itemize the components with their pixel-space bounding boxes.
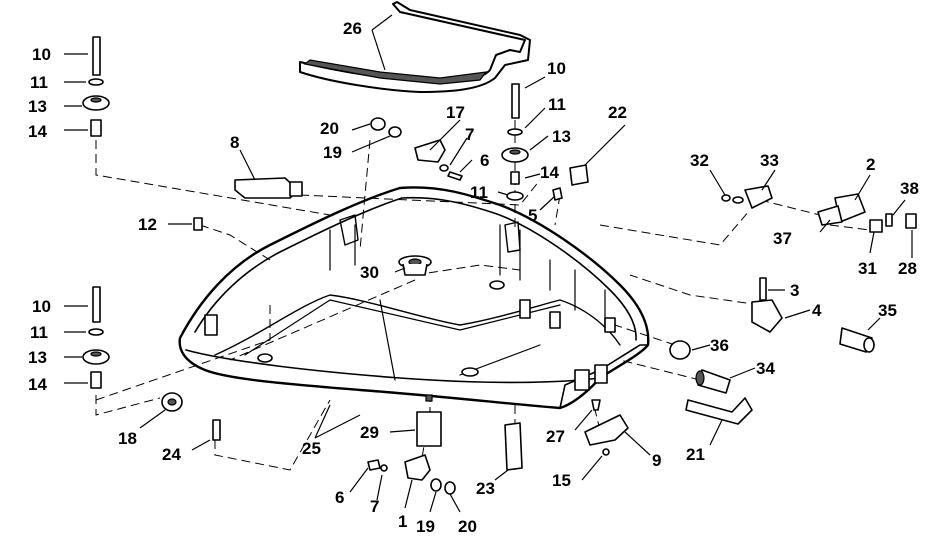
- bottom-small-hardware: [367, 459, 456, 495]
- callout-24: 24: [162, 445, 181, 464]
- screw-part-24: [212, 419, 221, 441]
- callout-10: 10: [32, 297, 51, 316]
- callout-14: 14: [28, 375, 47, 394]
- callout-33: 33: [760, 151, 779, 170]
- lever-part-8: [234, 177, 303, 199]
- callout-11: 11: [30, 73, 48, 92]
- callout-2: 2: [866, 155, 875, 174]
- callout-32: 32: [690, 151, 709, 170]
- leader-lines: [64, 14, 913, 513]
- mount-stack-center: [501, 83, 529, 201]
- lower-cover-tray: [178, 186, 650, 410]
- callout-20: 20: [320, 119, 339, 138]
- ring-part-36: [669, 340, 691, 360]
- callout-29: 29: [360, 423, 379, 442]
- nut-part-32: [721, 194, 731, 202]
- callout-25: 25: [302, 439, 321, 458]
- assembly-guide-lines: [95, 120, 871, 471]
- screw-part-6-top: [447, 171, 463, 181]
- callout-7: 7: [370, 497, 379, 516]
- callout-31: 31: [858, 259, 877, 278]
- callout-15: 15: [552, 471, 571, 490]
- callout-5: 5: [528, 206, 537, 225]
- grommet-part-30: [398, 255, 432, 276]
- callout-12: 12: [138, 215, 157, 234]
- callout-22: 22: [608, 103, 627, 122]
- mount-stack-upper-left: [82, 36, 110, 137]
- lever-part-9: [584, 414, 629, 446]
- clamp-part-33: [732, 185, 773, 209]
- callout-13: 13: [552, 127, 571, 146]
- callout-10: 10: [547, 59, 566, 78]
- callout-27: 27: [546, 427, 565, 446]
- callout-3: 3: [790, 281, 799, 300]
- callout-35: 35: [878, 301, 897, 320]
- spacer-part-29: [416, 394, 442, 447]
- callout-8: 8: [230, 133, 239, 152]
- callout-20: 20: [458, 517, 477, 536]
- callout-11: 11: [30, 323, 48, 342]
- callout-6: 6: [335, 488, 344, 507]
- callout-13: 13: [28, 97, 47, 116]
- callout-11: 11: [548, 95, 566, 114]
- bracket-part-22: [569, 164, 589, 186]
- handle-part-26: [299, 1, 531, 93]
- callout-26: 26: [343, 19, 362, 38]
- bracket-part-4: [751, 277, 783, 333]
- callout-34: 34: [756, 359, 775, 378]
- bracket-part-17: [414, 139, 446, 163]
- washer-part-7-top: [439, 164, 449, 172]
- callout-labels: 10 11 13 14 26 10 11 13 14 11 5 22 20 19…: [28, 19, 919, 536]
- callout-19: 19: [416, 517, 435, 536]
- sleeve-part-34: [695, 369, 731, 394]
- callout-13: 13: [28, 348, 47, 367]
- callout-38: 38: [900, 179, 919, 198]
- callout-30: 30: [360, 263, 379, 282]
- screw-parts-15-27: [591, 399, 610, 456]
- callout-23: 23: [476, 479, 495, 498]
- callout-9: 9: [652, 451, 661, 470]
- callout-4: 4: [812, 301, 822, 320]
- latch-part-2: [817, 193, 866, 226]
- callout-28: 28: [898, 259, 917, 278]
- sleeve-part-35: [839, 327, 875, 353]
- callout-11: 11: [470, 183, 488, 202]
- bracket-part-1: [404, 454, 431, 481]
- handle-part-21: [685, 397, 753, 425]
- callout-6: 6: [480, 151, 489, 170]
- screw-part-12: [193, 217, 203, 231]
- callout-36: 36: [710, 336, 729, 355]
- callout-14: 14: [28, 122, 47, 141]
- callout-17: 17: [446, 103, 465, 122]
- callout-37: 37: [773, 229, 792, 248]
- callout-18: 18: [118, 429, 137, 448]
- screw-part-5: [552, 187, 563, 201]
- mount-stack-lower-left: [82, 286, 110, 389]
- callout-7: 7: [465, 125, 474, 144]
- callout-1: 1: [398, 512, 407, 531]
- bushing-parts-19-20-top: [370, 117, 402, 138]
- callout-21: 21: [686, 445, 705, 464]
- callout-10: 10: [32, 45, 51, 64]
- bracket-part-23: [504, 422, 523, 471]
- nut-part-18: [161, 392, 183, 412]
- callout-19: 19: [323, 143, 342, 162]
- pin-parts-38-31-28: [869, 213, 917, 233]
- callout-14: 14: [540, 163, 559, 182]
